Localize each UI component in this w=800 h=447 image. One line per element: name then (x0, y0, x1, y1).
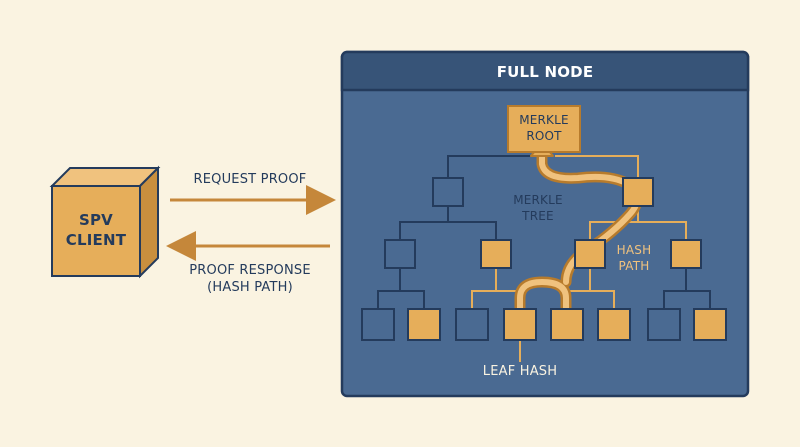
merkle-root-line1: MERKLE (519, 113, 569, 127)
spv-client-label: SPV CLIENT (52, 210, 140, 250)
hash-path-label: HASH PATH (604, 242, 664, 274)
leaf-node (550, 308, 584, 341)
leaf-node (503, 308, 537, 341)
tree-node (384, 239, 416, 269)
merkle-tree-line1: MERKLE (513, 193, 563, 207)
tree-node (622, 177, 654, 207)
leaf-node (361, 308, 395, 341)
proof-response-line2: (HASH PATH) (207, 280, 293, 295)
merkle-tree-line2: TREE (522, 209, 554, 223)
full-node-title: FULL NODE (496, 63, 594, 81)
tree-node (432, 177, 464, 207)
hash-path-line1: HASH (616, 243, 652, 257)
hash-path-line2: PATH (618, 259, 650, 273)
tree-node (480, 239, 512, 269)
leaf-node (407, 308, 441, 341)
proof-response-line1: PROOF RESPONSE (189, 263, 311, 278)
leaf-node (647, 308, 681, 341)
tree-node (670, 239, 702, 269)
merkle-root-label: MERKLE ROOT (508, 112, 580, 144)
tree-node (574, 239, 606, 269)
merkle-root-line2: ROOT (526, 129, 562, 143)
spv-client-line1: SPV (78, 211, 113, 229)
leaf-node (693, 308, 727, 341)
request-proof-label: REQUEST PROOF (193, 172, 307, 187)
leaf-hash-label: LEAF HASH (482, 364, 558, 379)
proof-response-label: PROOF RESPONSE (HASH PATH) (160, 262, 340, 296)
leaf-node (597, 308, 631, 341)
merkle-root-box (507, 105, 581, 153)
leaf-node (455, 308, 489, 341)
spv-client-line2: CLIENT (65, 231, 127, 249)
merkle-tree-label: MERKLE TREE (498, 192, 578, 224)
spv-client-box (49, 165, 161, 279)
full-node-panel (340, 50, 750, 398)
